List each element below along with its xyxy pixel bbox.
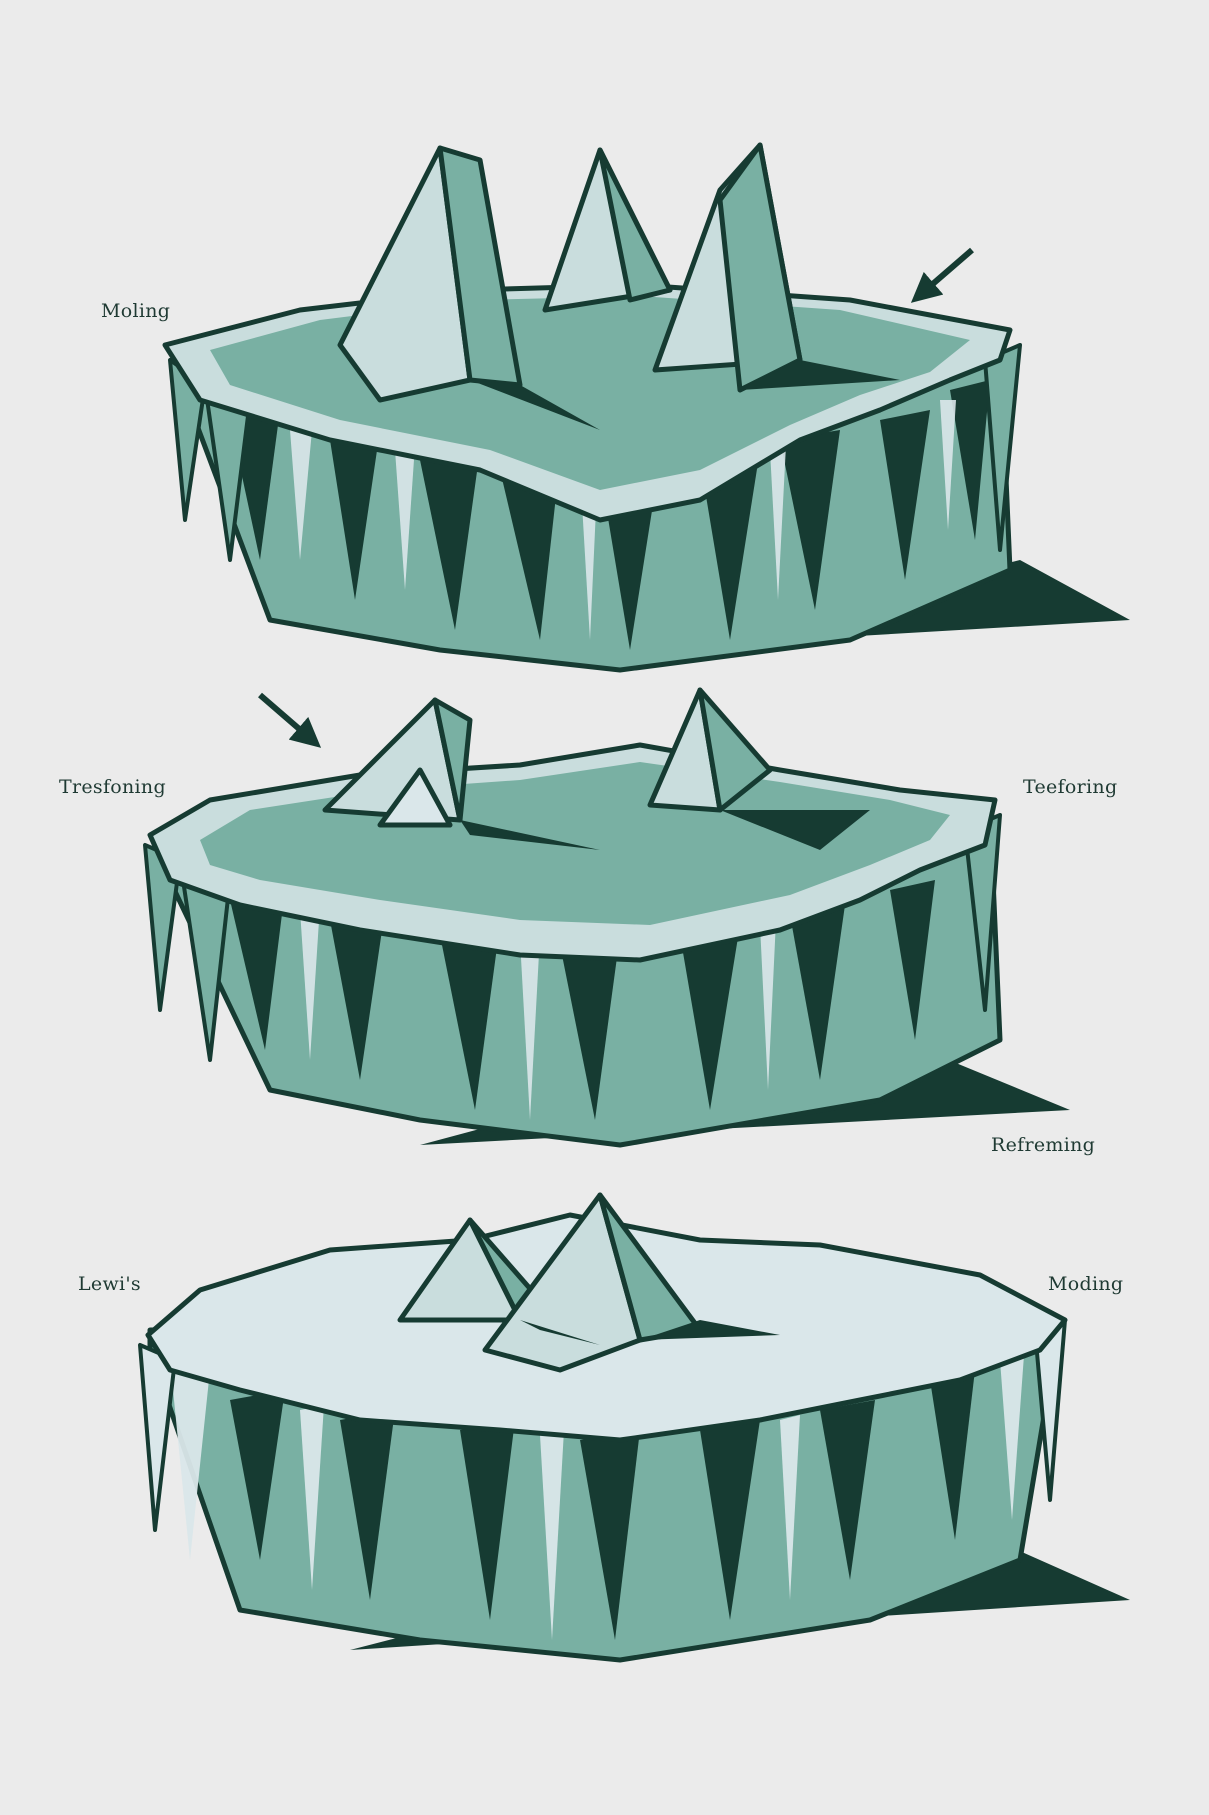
- peaks-bottom: [397, 1192, 703, 1373]
- facets-middle: [300, 905, 776, 1120]
- iceberg-top: [162, 142, 1130, 673]
- peaks-middle: [322, 687, 773, 828]
- label-bottom-left: Lewi's: [78, 1273, 141, 1295]
- iceberg-bottom: [138, 1192, 1130, 1663]
- label-top-left: Moling: [101, 300, 171, 322]
- arrow-icon-middle: [258, 692, 322, 748]
- label-bottom-right: Moding: [1048, 1273, 1124, 1295]
- peaks-top: [337, 142, 803, 403]
- drips-bottom: [230, 1370, 975, 1640]
- label-middle-bottom: Refreming: [991, 1134, 1096, 1156]
- drips-middle: [230, 880, 935, 1120]
- iceberg-middle: [143, 687, 1070, 1148]
- label-middle-right: Teeforing: [1023, 776, 1118, 798]
- label-middle-left: Tresfoning: [59, 776, 166, 798]
- facets-bottom: [170, 1355, 1024, 1640]
- arrow-icon-top: [910, 247, 974, 303]
